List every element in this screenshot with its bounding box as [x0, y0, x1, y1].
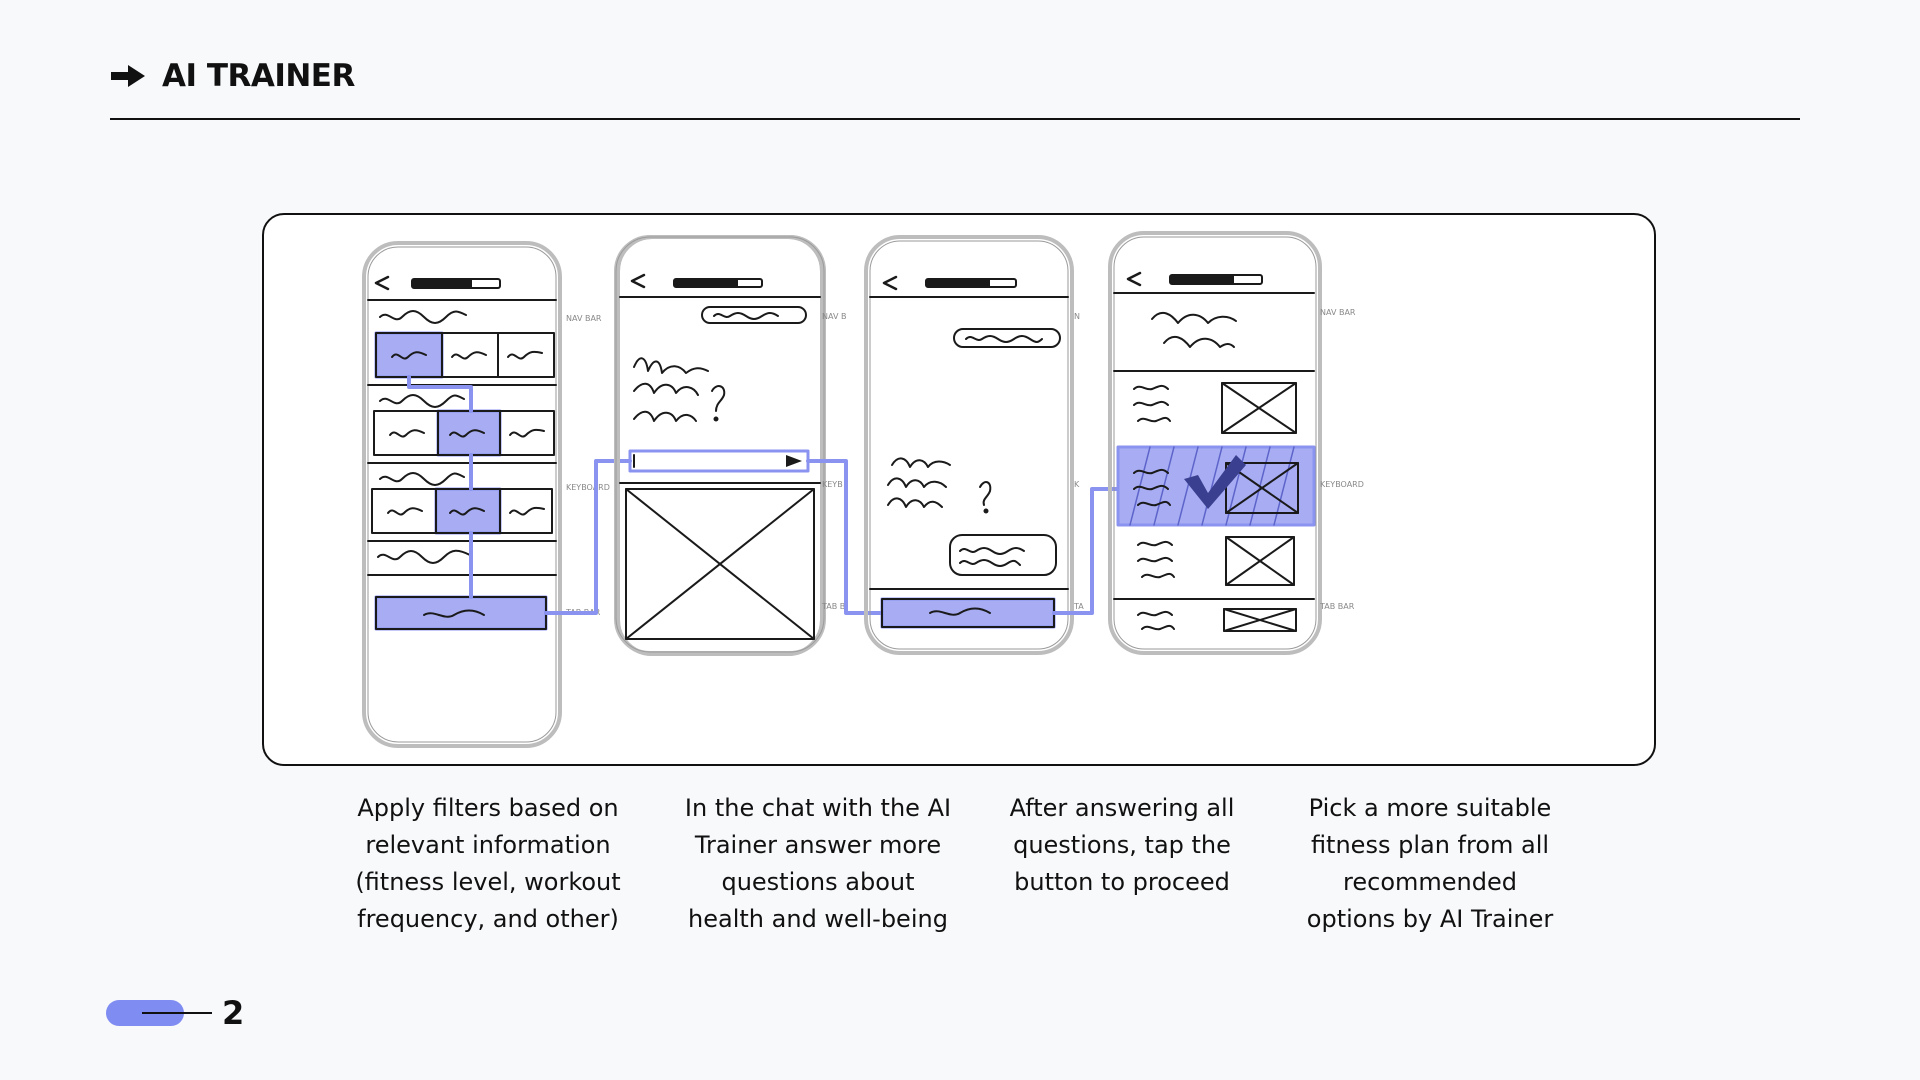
keyboard-label: KEYB — [822, 480, 843, 489]
slide-header: AI TRAINER — [110, 58, 355, 94]
wireframe-diagram: NAV BAR KEYBOARD TAB BAR — [262, 213, 1656, 766]
keyboard-label: KEYBOARD — [566, 483, 610, 492]
keyboard-label: KEYBOARD — [1320, 480, 1364, 489]
caption-step-4: Pick a more suitable fitness plan from a… — [1306, 794, 1554, 933]
flow-connector — [544, 459, 632, 615]
nav-bar-label: NAV B — [822, 312, 846, 321]
caption-step-1: Apply filters based on relevant informat… — [355, 794, 621, 933]
arrow-right-icon — [110, 64, 146, 88]
page-number: 2 — [222, 994, 245, 1032]
page-indicator: 2 — [106, 994, 244, 1032]
tab-bar-label: TA — [1073, 602, 1084, 611]
keyboard-label: K — [1074, 480, 1080, 489]
phone-screen-plan-selection: NAV BAR KEYBOARD TAB BAR — [1108, 231, 1364, 655]
tab-bar-label: TAB B — [821, 602, 845, 611]
flow-connector — [1052, 487, 1122, 615]
checkmark-icon — [1184, 455, 1246, 509]
caption-step-3: After answering all questions, tap the b… — [1009, 794, 1235, 896]
tab-bar-label: TAB BAR — [1319, 602, 1355, 611]
phone-screen-proceed: N K TA — [864, 235, 1084, 655]
nav-bar-label: N — [1074, 312, 1080, 321]
nav-bar-label: NAV BAR — [1320, 308, 1356, 317]
header-divider — [110, 118, 1800, 120]
progress-pill — [106, 1000, 212, 1026]
progress-line — [142, 1012, 212, 1014]
phone-screen-filters: NAV BAR KEYBOARD TAB BAR — [362, 241, 610, 748]
phone-screen-chat-questions: NAV B KEYB TAB B — [614, 235, 846, 656]
slide-title: AI TRAINER — [162, 58, 355, 94]
step-captions: Apply filters based on relevant informat… — [0, 790, 1920, 950]
caption-step-2: In the chat with the AI Trainer answer m… — [684, 794, 952, 933]
nav-bar-label: NAV BAR — [566, 314, 602, 323]
